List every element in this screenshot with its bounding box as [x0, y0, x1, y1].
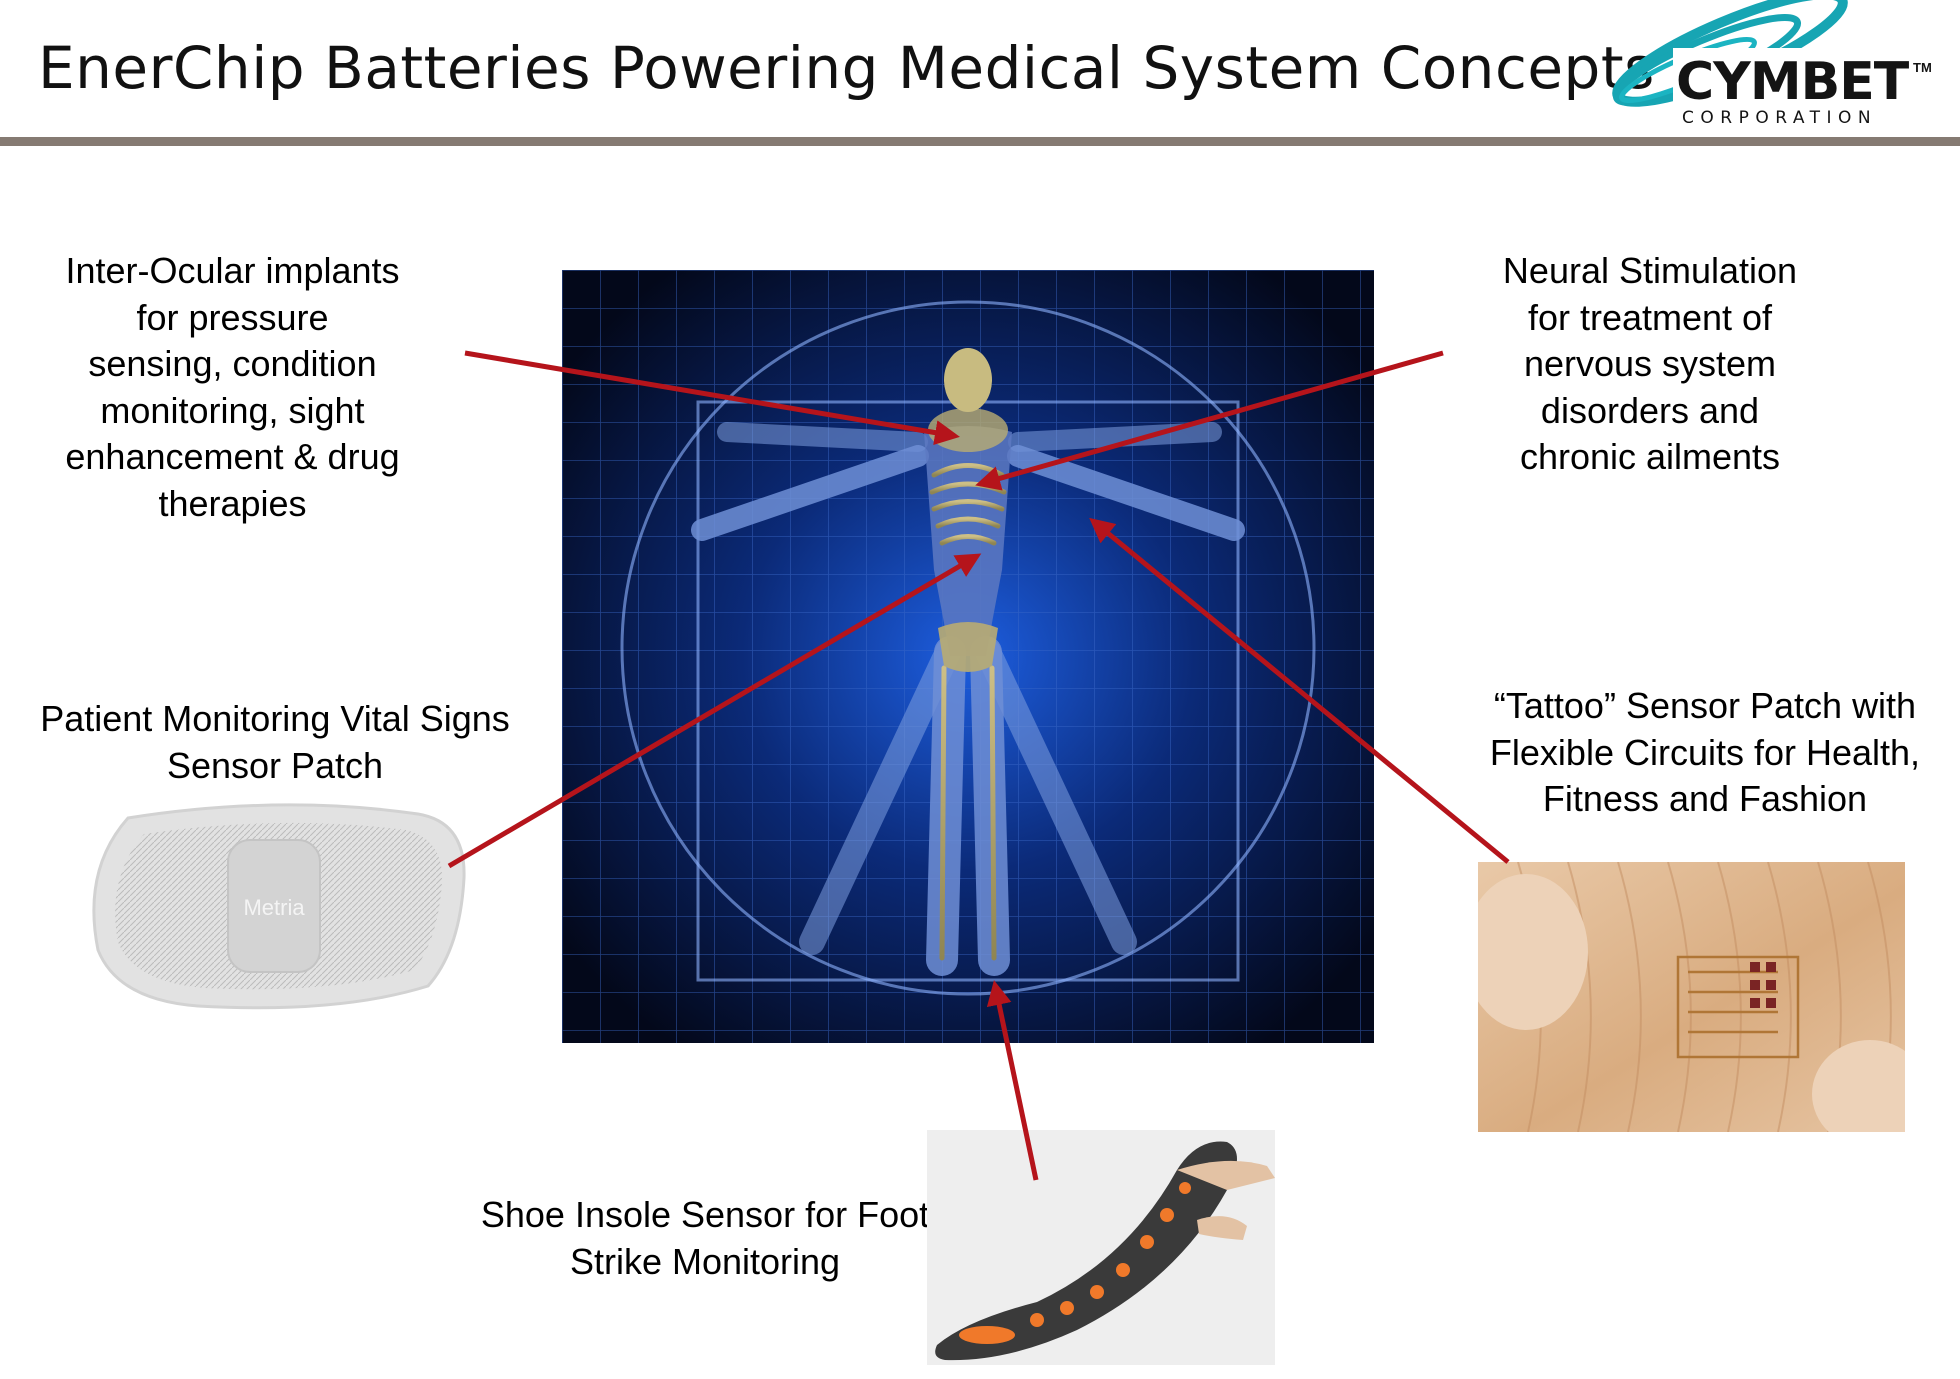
- logo-corporation: CORPORATION: [1682, 108, 1878, 128]
- caption-patient-monitoring: Patient Monitoring Vital Signs Sensor Pa…: [40, 698, 510, 786]
- tattoo-sensor-image: [1478, 862, 1905, 1132]
- cymbet-logo: CYMBET TM CORPORATION: [1585, 0, 1932, 135]
- vitruvian-body-image: [562, 270, 1374, 1043]
- caption-tattoo-patch: “Tattoo” Sensor Patch with Flexible Circ…: [1489, 685, 1921, 819]
- caption-neural-stimulation: Neural Stimulation for treatment of nerv…: [1502, 250, 1798, 477]
- caption-shoe-insole: Shoe Insole Sensor for Foot Strike Monit…: [480, 1194, 930, 1282]
- slide-title: EnerChip Batteries Powering Medical Syst…: [38, 34, 1655, 102]
- logo-swoosh-icon: [1612, 0, 1923, 130]
- header-rule: [0, 137, 1960, 146]
- patch-brand-label: Metria: [243, 895, 305, 920]
- logo-wordmark: CYMBET: [1676, 52, 1909, 112]
- shoe-insole-image: [927, 1130, 1275, 1365]
- patient-patch-image: Metria: [92, 803, 466, 1010]
- caption-inter-ocular: Inter-Ocular implants for pressure sensi…: [65, 250, 400, 524]
- logo-trademark: TM: [1913, 60, 1932, 75]
